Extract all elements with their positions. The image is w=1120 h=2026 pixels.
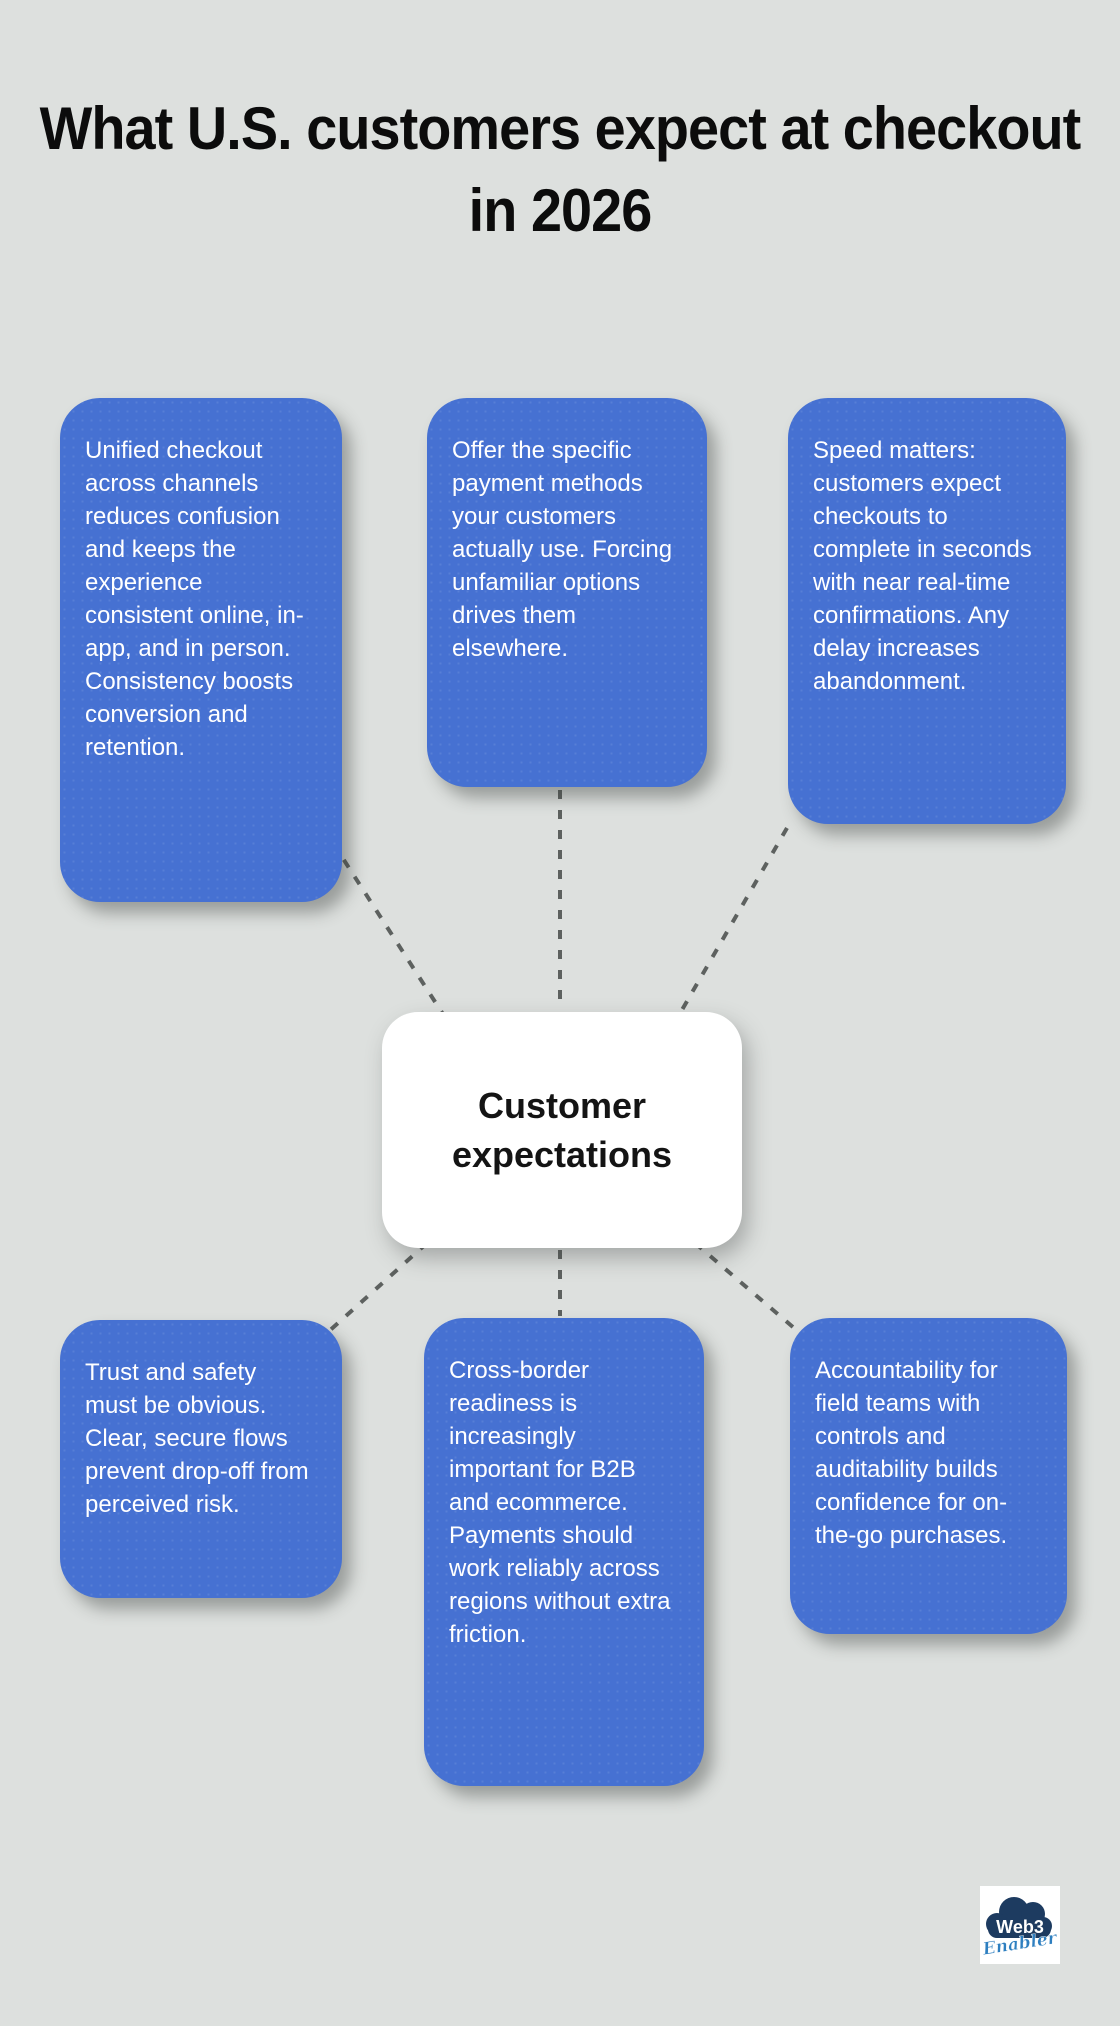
card-text: Offer the specific payment methods your … — [452, 437, 673, 662]
card-text: Accountability for field teams with cont… — [815, 1357, 1008, 1549]
connector-card4-center — [325, 1241, 429, 1335]
card-text: Cross-border readiness is increasingly i… — [449, 1357, 671, 1648]
expectation-card-speed: Speed matters: customers expect checkout… — [788, 398, 1066, 824]
card-text: Speed matters: customers expect checkout… — [813, 437, 1032, 695]
expectation-card-accountability: Accountability for field teams with cont… — [790, 1318, 1067, 1634]
expectation-card-payment-methods: Offer the specific payment methods your … — [427, 398, 707, 787]
expectation-card-trust-safety: Trust and safety must be obvious. Clear,… — [60, 1320, 342, 1598]
connector-card6-center — [693, 1241, 803, 1336]
page-title: What U.S. customers expect at checkout i… — [39, 95, 1082, 244]
central-node-label: Customer expectations — [451, 1085, 673, 1175]
central-node: Customer expectations — [382, 1012, 742, 1248]
card-text: Trust and safety must be obvious. Clear,… — [85, 1359, 309, 1518]
cloud-logo-icon: Web3 Enabler — [980, 1897, 1059, 1960]
expectation-card-unified-checkout: Unified checkout across channels reduces… — [60, 398, 342, 902]
expectation-card-cross-border: Cross-border readiness is increasingly i… — [424, 1318, 704, 1786]
logo-word-web3: Web3 — [996, 1917, 1044, 1937]
connector-card1-center — [331, 841, 450, 1024]
card-text: Unified checkout across channels reduces… — [85, 437, 304, 761]
connector-card3-center — [673, 827, 789, 1023]
brand-logo: Web3 Enabler — [980, 1886, 1060, 1964]
